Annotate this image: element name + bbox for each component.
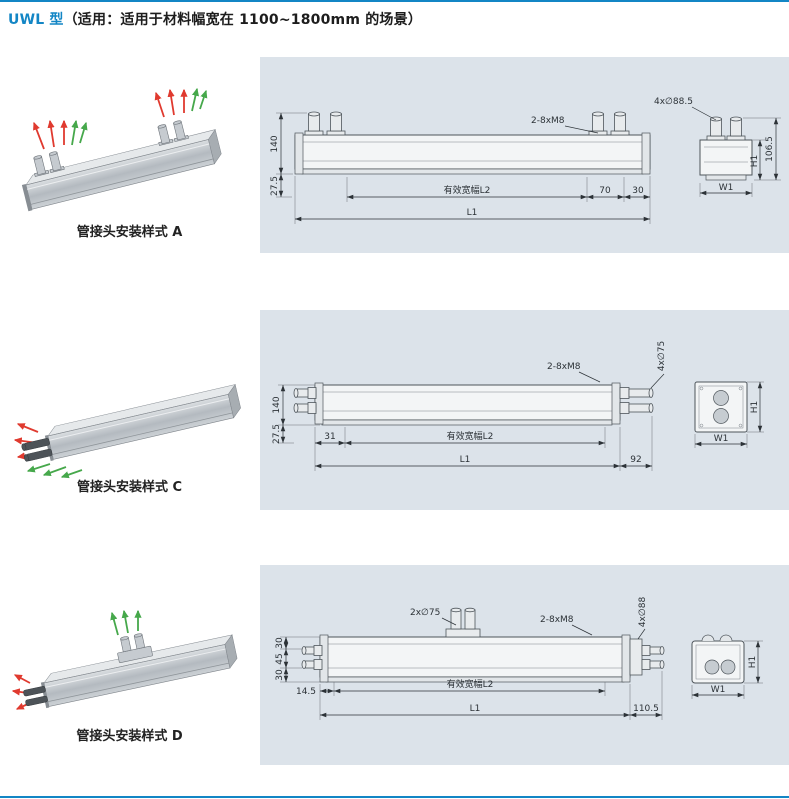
dim-label-total-c: L1 <box>460 455 471 465</box>
thread-label-c: 2-8xM8 <box>547 362 581 372</box>
airflow-arrows-green <box>26 463 83 479</box>
thread-label-d: 2-8xM8 <box>540 615 574 625</box>
dim-label-h1-d: H1 <box>748 656 758 669</box>
dim-label-mid-d: 45 <box>275 653 285 664</box>
product-illustration-a <box>21 87 222 212</box>
drawing-panel-d: 30 45 30 14.5 有效宽幅L2 L1 110.5 <box>260 565 789 765</box>
airflow-arrows-green <box>71 87 208 146</box>
dim-label-total-a: L1 <box>467 208 478 218</box>
mount-style-row-d: 管接头安装样式 D <box>0 565 789 765</box>
model-name: UWL 型 <box>8 12 64 28</box>
hole-label-d: 4x∅88 <box>638 597 648 628</box>
airflow-arrows-red <box>13 423 39 460</box>
side-view-a: 4x∅88.5 106.5 H1 W1 <box>654 97 781 197</box>
pipe-stubs-right <box>629 638 665 676</box>
airflow-arrows-green <box>110 609 142 636</box>
dim-label-inset-d: 14.5 <box>296 687 316 697</box>
technical-drawing-c: 140 27.5 31 有效宽幅L2 L1 92 <box>272 341 764 471</box>
mount-style-row-a: 管接头安装样式 A 140 <box>0 57 789 253</box>
product-bar-d <box>23 633 238 709</box>
front-view-d: 30 45 30 14.5 有效宽幅L2 L1 110.5 <box>275 597 665 720</box>
side-view-d: H1 W1 <box>691 634 763 699</box>
dim-label-70-a: 70 <box>599 186 611 196</box>
dim-label-w1-d: W1 <box>711 685 726 695</box>
caption-style-d: 管接头安装样式 D <box>76 729 183 744</box>
dim-label-total-d: L1 <box>470 704 481 714</box>
hole-label-a: 4x∅88.5 <box>654 97 693 107</box>
caption-style-a: 管接头安装样式 A <box>76 225 183 240</box>
center-nozzles-drawing <box>445 607 481 638</box>
drawing-panel-a: 140 27.5 有效宽幅L2 70 30 <box>260 57 789 253</box>
center-nozzles <box>117 633 153 663</box>
bottom-divider <box>0 796 789 798</box>
dim-label-inset-c: 31 <box>324 432 335 442</box>
dim-label-h1-c: H1 <box>750 401 760 414</box>
product-illustration-c <box>13 383 241 479</box>
caption-style-c: 管接头安装样式 C <box>76 480 183 495</box>
dim-label-h1-a: H1 <box>750 155 760 168</box>
hole-label-c: 4x∅75 <box>657 341 667 371</box>
dim-label-top-d: 30 <box>275 637 285 649</box>
dim-label-height-a: 140 <box>270 135 280 152</box>
thread-label-a: 2-8xM8 <box>531 116 565 126</box>
pipe-stubs-left <box>301 645 323 670</box>
technical-drawing-a: 140 27.5 有效宽幅L2 70 30 <box>270 97 781 224</box>
dim-label-w1-a: W1 <box>719 183 734 193</box>
drawing-panel-c: 140 27.5 31 有效宽幅L2 L1 92 <box>260 310 789 510</box>
dim-label-low-d: 30 <box>275 669 285 681</box>
pipe-stubs-left <box>293 387 317 414</box>
pipe-stubs-right <box>619 387 654 414</box>
dim-label-sideheight-a: 106.5 <box>765 136 775 162</box>
dim-label-height-c: 140 <box>272 396 282 413</box>
product-bar-c <box>21 383 241 462</box>
top-divider <box>0 0 789 2</box>
dim-label-effective-d: 有效宽幅L2 <box>447 678 494 690</box>
airflow-arrows-red <box>33 88 188 150</box>
side-view-c: H1 W1 <box>694 381 764 448</box>
dim-label-end-c: 92 <box>630 455 641 465</box>
dim-label-end-d: 110.5 <box>633 704 659 714</box>
end-pipes-left <box>23 686 48 707</box>
nozzles-left <box>33 151 65 177</box>
nozzles-right <box>157 120 189 146</box>
dim-label-effective-a: 有效宽幅L2 <box>444 184 491 196</box>
mount-style-row-c: 管接头安装样式 C <box>0 310 789 510</box>
product-illustration-d <box>12 609 238 710</box>
product-bar-a <box>21 120 222 212</box>
model-scope: （适用：适用于材料幅宽在 1100~1800mm 的场景） <box>63 12 422 28</box>
dim-label-effective-c: 有效宽幅L2 <box>447 430 494 442</box>
center-hole-label-d: 2x∅75 <box>410 608 440 618</box>
dim-label-flange-a: 27.5 <box>270 176 280 196</box>
front-view-c: 140 27.5 31 有效宽幅L2 L1 92 <box>272 341 667 471</box>
end-pipes-left <box>21 438 53 462</box>
front-view-a: 140 27.5 有效宽幅L2 70 30 <box>270 111 651 224</box>
dim-label-w1-c: W1 <box>714 434 729 444</box>
dim-label-flange-c: 27.5 <box>272 424 282 444</box>
technical-drawing-d: 30 45 30 14.5 有效宽幅L2 L1 110.5 <box>275 597 763 720</box>
dim-label-30-a: 30 <box>632 186 644 196</box>
page-title: UWL 型（适用：适用于材料幅宽在 1100~1800mm 的场景） <box>8 9 422 29</box>
